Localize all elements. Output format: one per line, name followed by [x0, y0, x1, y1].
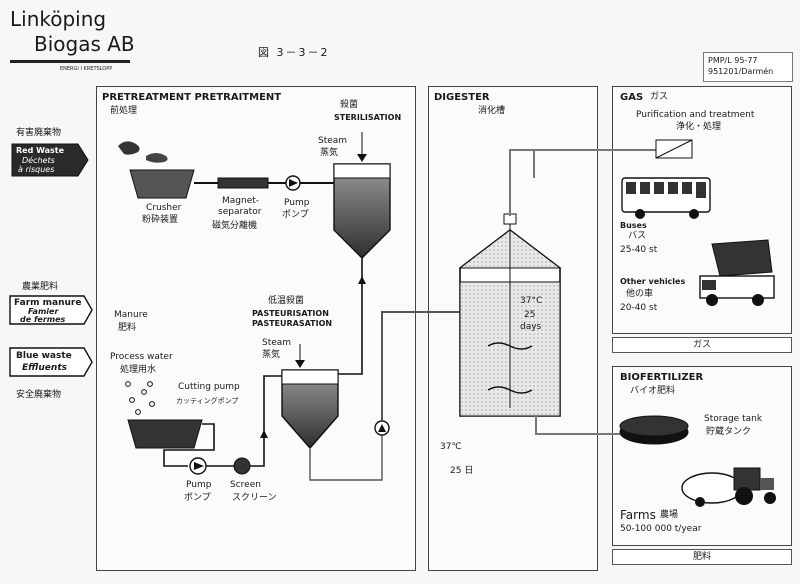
process-water-label: Process water	[110, 352, 173, 362]
logo-sub: ENERGI I KRETSLOPP	[60, 66, 113, 72]
gas-title-jp: ガス	[650, 92, 669, 102]
steam2-jp: 蒸気	[262, 350, 281, 360]
pump1-label: Pump	[284, 198, 310, 208]
pump2-label: Pump	[186, 480, 212, 490]
digester-title-jp: 消化槽	[478, 106, 506, 116]
storage-tank-jp: 貯蔵タンク	[706, 427, 752, 437]
process-water-bin	[127, 419, 203, 449]
screen-jp: スクリーン	[232, 493, 277, 503]
crusher-label: Crusher	[146, 203, 182, 213]
other-vehicles-label: Other vehicles	[620, 277, 686, 286]
magnet-label-1: Magnet-	[222, 196, 260, 206]
farm-fr1: Famier	[28, 307, 59, 316]
logo-line2: Biogas AB	[34, 32, 135, 56]
logo-rule	[10, 60, 130, 63]
gas-title: GAS	[620, 92, 644, 103]
cutting-pump-jp: カッティングポンプ	[176, 397, 239, 405]
blue-waste-label: Blue waste	[16, 351, 72, 361]
farms-range: 50-100 000 t/year	[620, 524, 702, 534]
digester-temp-outer: 37℃	[440, 442, 462, 452]
pasteur-label-2: PASTEURASATION	[252, 319, 333, 328]
safe-jp: 安全廃棄物	[16, 390, 62, 400]
logo-line1: Linköping	[10, 7, 107, 31]
biofertilizer-panel	[612, 366, 792, 546]
manure-label: Manure	[114, 310, 148, 320]
red-waste-label: Red Waste	[16, 146, 65, 155]
crusher-bin	[129, 169, 195, 199]
farm-jp: 農業肥料	[22, 282, 59, 292]
digester-days-outer: 25 日	[450, 466, 474, 476]
purification-label: Purification and treatment	[636, 110, 755, 120]
screen-filter	[233, 457, 251, 475]
steam1-label: Steam	[318, 136, 348, 146]
pump2-jp: ポンプ	[184, 493, 211, 503]
red-waste-fr2: à risques	[18, 165, 55, 174]
sterilisation-jp: 殺菌	[340, 100, 359, 110]
farm-fr2: de fermes	[20, 315, 66, 324]
digester-days-num: 25	[524, 310, 536, 320]
pasteur-jp: 低温殺菌	[268, 296, 305, 306]
storage-tank-label: Storage tank	[704, 414, 763, 424]
farms-jp: 農場	[660, 510, 679, 520]
hazard-jp: 有害廃棄物	[16, 128, 62, 138]
stamp-line2: 951201/Darmén	[708, 67, 774, 76]
buses-label: Buses	[620, 221, 647, 230]
stamp	[703, 52, 793, 82]
process-water-jp: 処理用水	[120, 365, 157, 375]
tanker-shape	[681, 472, 743, 504]
pretreatment-title: PRETREATMENT PRETRAITMENT	[102, 92, 282, 103]
animal-shape-1	[118, 141, 140, 155]
biofertilizer-footer: 肥料	[612, 549, 792, 565]
biofertilizer-title: BIOFERTILIZER	[620, 372, 704, 383]
gas-footer: ガス	[612, 337, 792, 353]
biofertilizer-title-jp: バイオ肥料	[630, 386, 676, 396]
magnet-separator	[217, 177, 269, 189]
purification-jp: 浄化・処理	[676, 122, 722, 132]
animal-shape-2	[146, 153, 168, 163]
farms-label: Farms	[620, 508, 656, 522]
crusher-jp: 粉砕装置	[142, 215, 179, 225]
red-waste-fr1: Déchets	[22, 156, 55, 165]
other-vehicles-jp: 他の車	[626, 289, 654, 299]
buses-jp: バス	[628, 231, 647, 241]
steam2-label: Steam	[262, 338, 292, 348]
magnet-label-2: separator	[218, 207, 262, 217]
blue-waste-fr: Effluents	[22, 363, 67, 373]
red-waste-arrow	[11, 143, 89, 177]
magnet-jp: 磁気分離機	[212, 221, 258, 231]
manure-jp: 肥料	[118, 323, 137, 333]
pasteur-label-1: PASTEURISATION	[252, 309, 329, 318]
pretreatment-title-jp: 前処理	[110, 106, 138, 116]
blue-waste-arrow	[9, 347, 93, 377]
pump1-jp: ポンプ	[282, 210, 309, 220]
farm-manure-arrow	[9, 295, 93, 325]
screen-label: Screen	[230, 480, 261, 490]
farm-manure-label: Farm manure	[14, 298, 82, 308]
digester-days-word: days	[520, 322, 542, 332]
cutting-pump-label: Cutting pump	[178, 382, 240, 392]
tractor-shape	[733, 467, 761, 491]
steam1-jp: 蒸気	[320, 148, 339, 158]
dump-truck-shape	[711, 239, 773, 277]
sterilisation-label: STERILISATION	[334, 113, 402, 122]
digester-temp: 37°C	[520, 296, 543, 306]
figure-label: 図 3－3－2	[258, 46, 330, 59]
digester-title: DIGESTER	[434, 92, 490, 103]
buses-range: 25-40 st	[620, 245, 658, 255]
stamp-line1: PMP/L 95-77	[708, 56, 758, 65]
other-vehicles-range: 20-40 st	[620, 303, 658, 313]
